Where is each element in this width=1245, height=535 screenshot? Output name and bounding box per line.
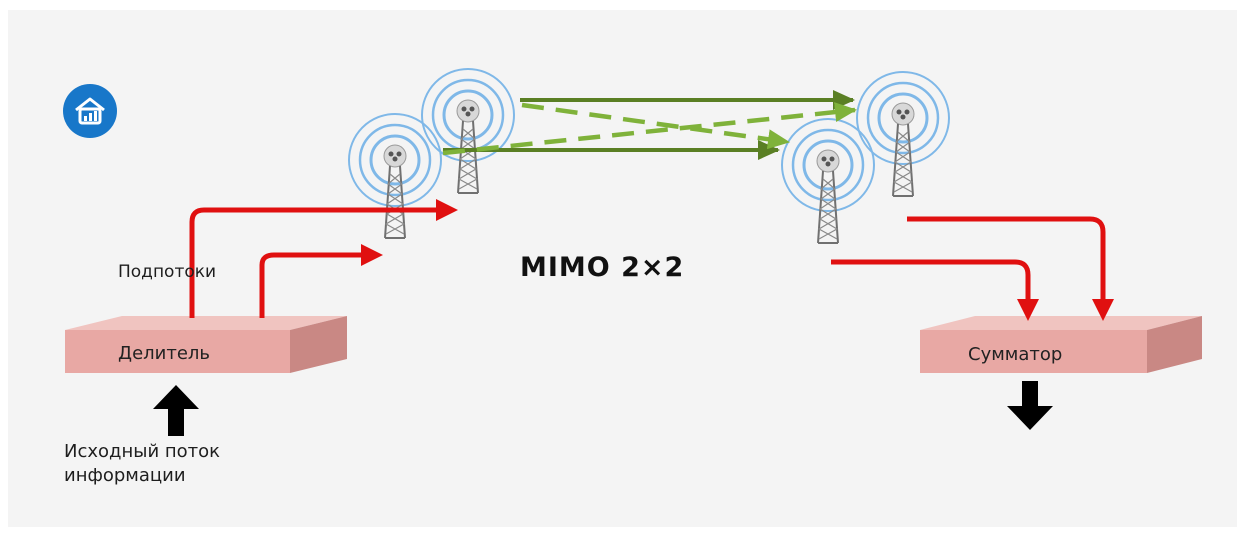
output-arrow — [1007, 381, 1053, 430]
received-stream-arrow-1 — [907, 216, 1114, 321]
diagram-title: MIMO 2×2 — [520, 252, 685, 283]
received-stream-arrow-2 — [831, 259, 1039, 321]
signal-path-cross-1 — [521, 102, 790, 150]
splitter-box — [65, 316, 347, 373]
rx-tower-1 — [780, 117, 876, 245]
tx-tower-2 — [420, 67, 516, 195]
rx-tower-2 — [855, 70, 951, 198]
source-stream-label-line1: Исходный поток — [64, 441, 221, 462]
source-stream-label: Исходный поток информации — [64, 440, 220, 488]
source-stream-label-line2: информации — [64, 465, 186, 486]
substream-arrow-2 — [259, 244, 383, 318]
house-signal-icon — [63, 84, 117, 138]
signal-path-cross-2 — [442, 102, 857, 156]
tx-tower-1 — [347, 112, 443, 240]
combiner-label: Сумматор — [968, 344, 1063, 365]
diagram-background — [8, 10, 1237, 527]
substreams-label: Подпотоки — [118, 262, 217, 282]
substream-arrow-1 — [189, 199, 458, 318]
input-arrow — [153, 385, 199, 436]
combiner-box — [920, 316, 1202, 373]
splitter-label: Делитель — [118, 343, 211, 364]
